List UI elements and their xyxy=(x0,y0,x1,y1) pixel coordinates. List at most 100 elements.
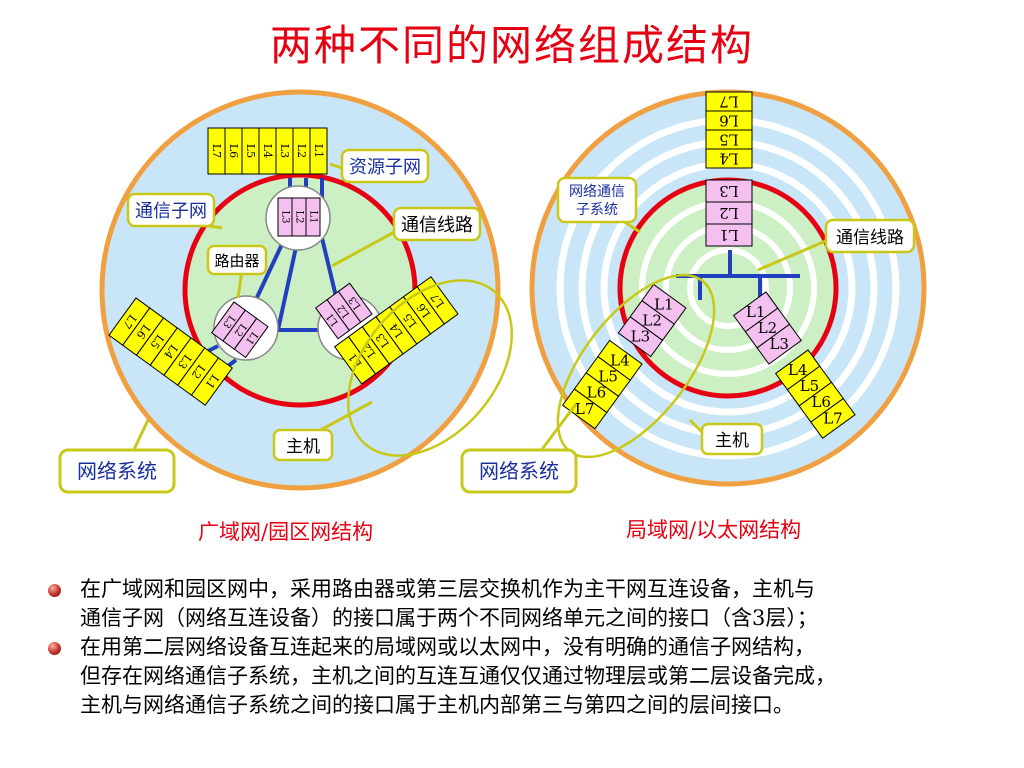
layer-cell: L2 xyxy=(705,201,753,225)
layer-cell: L3 xyxy=(756,323,802,365)
layer-cell: L5 xyxy=(135,317,178,366)
layer-cell: L3 xyxy=(361,316,404,365)
layer-cell: L7 xyxy=(810,397,856,439)
host-top-layer-stack: L7 L6 L5 L4 L3 L2 L1 xyxy=(207,127,328,175)
layer-label: L1 xyxy=(308,210,319,223)
layer-label: L2 xyxy=(294,210,305,223)
layer-label: L5 xyxy=(598,368,618,386)
layer-cell: L4 xyxy=(258,127,277,175)
layer-cell: L6 xyxy=(705,110,753,131)
layer-cell: L6 xyxy=(402,286,445,335)
layer-cell: L5 xyxy=(389,296,432,345)
resource-subnet-label: 资源子网 xyxy=(349,157,421,178)
layer-cell: L6 xyxy=(122,307,165,356)
layer-label: L3 xyxy=(278,144,291,158)
layer-cell: L1 xyxy=(309,127,328,175)
right-caption: 局域网/以太网结构 xyxy=(626,518,802,542)
layer-cell: L2 xyxy=(291,197,307,237)
net-comm-subsystem-label-2: 子系统 xyxy=(576,202,618,218)
layer-cell: L3 xyxy=(277,197,293,237)
layer-cell: L5 xyxy=(705,129,753,150)
bullet-line: 但存在网络通信子系统，主机之间的互连互通仅仅通过物理层或第二层设备完成， xyxy=(80,664,836,688)
layer-label: L2 xyxy=(719,204,739,222)
host-highlight-ellipse xyxy=(346,279,514,457)
page-title: 两种不同的网络组成结构 xyxy=(269,21,754,70)
router-callout xyxy=(206,244,268,276)
left-comm-line-label: 通信线路 xyxy=(401,215,473,236)
left-host-callout xyxy=(272,428,334,462)
layer-label: L1 xyxy=(654,295,674,313)
layer-label: L1 xyxy=(719,226,739,244)
layer-label: L2 xyxy=(295,144,308,158)
layer-cell: L7 xyxy=(207,127,226,175)
layer-label: L3 xyxy=(719,182,739,200)
layer-cell: L4 xyxy=(774,349,821,391)
layer-label: L6 xyxy=(587,384,607,402)
layer-cell: L6 xyxy=(573,372,620,414)
layer-label: L1 xyxy=(312,144,325,158)
layer-label: L4 xyxy=(261,144,274,158)
right-comm-line-callout xyxy=(824,218,916,254)
layer-cell: L1 xyxy=(732,291,779,333)
comm-subnet-label: 通信子网 xyxy=(135,201,207,222)
net-comm-subsystem-callout xyxy=(556,176,638,224)
layer-cell: L1 xyxy=(233,317,269,359)
layer-cell: L2 xyxy=(292,127,311,175)
layer-label: L6 xyxy=(719,112,739,130)
resource-subnet-callout xyxy=(340,148,430,184)
layer-cell: L2 xyxy=(744,307,791,349)
layer-cell: L5 xyxy=(786,365,833,407)
bullet-item: 在广域网和园区网中，采用路由器或第三层交换机作为主干网互连设备，主机与 通信子网… xyxy=(40,575,1000,633)
layer-label: L2 xyxy=(642,312,662,330)
layer-label: L7 xyxy=(575,400,595,418)
layer-cell: L1 xyxy=(305,197,321,237)
layer-label: L5 xyxy=(719,131,739,149)
layer-label: L2 xyxy=(758,319,778,337)
layer-cell: L4 xyxy=(149,327,192,376)
layer-label: L1 xyxy=(746,303,766,321)
layer-label: L3 xyxy=(769,335,789,353)
layer-label: L7 xyxy=(210,144,223,158)
right-comm-line-label: 通信线路 xyxy=(836,228,904,248)
layer-cell: L6 xyxy=(224,127,243,175)
bullet-line: 在广域网和园区网中，采用路由器或第三层交换机作为主干网互连设备，主机与 xyxy=(80,577,815,601)
right-network-system-label: 网络系统 xyxy=(479,459,559,483)
left-comm-line-callout xyxy=(392,206,482,242)
layer-cell: L1 xyxy=(190,357,233,406)
layer-label: L6 xyxy=(227,144,240,158)
right-host-label: 主机 xyxy=(715,431,749,451)
left-host-label: 主机 xyxy=(286,437,320,457)
left-network-system-label: 网络系统 xyxy=(77,459,157,483)
layer-cell: L1 xyxy=(333,336,377,385)
right-host-callout xyxy=(700,422,764,456)
layer-cell: L3 xyxy=(617,316,664,358)
bullet-line: 通信子网（网络互连设备）的接口属于两个不同网络单元之间的接口（含3层）； xyxy=(80,606,818,630)
bullet-dot-icon xyxy=(48,584,61,597)
layer-label: L5 xyxy=(244,144,257,158)
router-label: 路由器 xyxy=(214,252,259,270)
layer-cell: L3 xyxy=(337,282,373,323)
layer-label: L4 xyxy=(788,361,808,379)
layer-label: L4 xyxy=(719,150,739,168)
bullet-dot-icon xyxy=(48,642,61,655)
layer-cell: L4 xyxy=(705,148,753,169)
bullet-item: 在用第二层网络设备互连起来的局域网或以太网中，没有明确的通信子网结构， 但存在网… xyxy=(40,633,1000,720)
layer-cell: L7 xyxy=(705,91,753,112)
layer-cell: L2 xyxy=(629,299,675,342)
layer-cell: L7 xyxy=(108,297,151,346)
left-network-system-callout xyxy=(58,448,176,494)
layer-cell: L3 xyxy=(275,127,294,175)
layer-cell: L2 xyxy=(222,309,258,350)
layer-label: L7 xyxy=(719,93,739,111)
